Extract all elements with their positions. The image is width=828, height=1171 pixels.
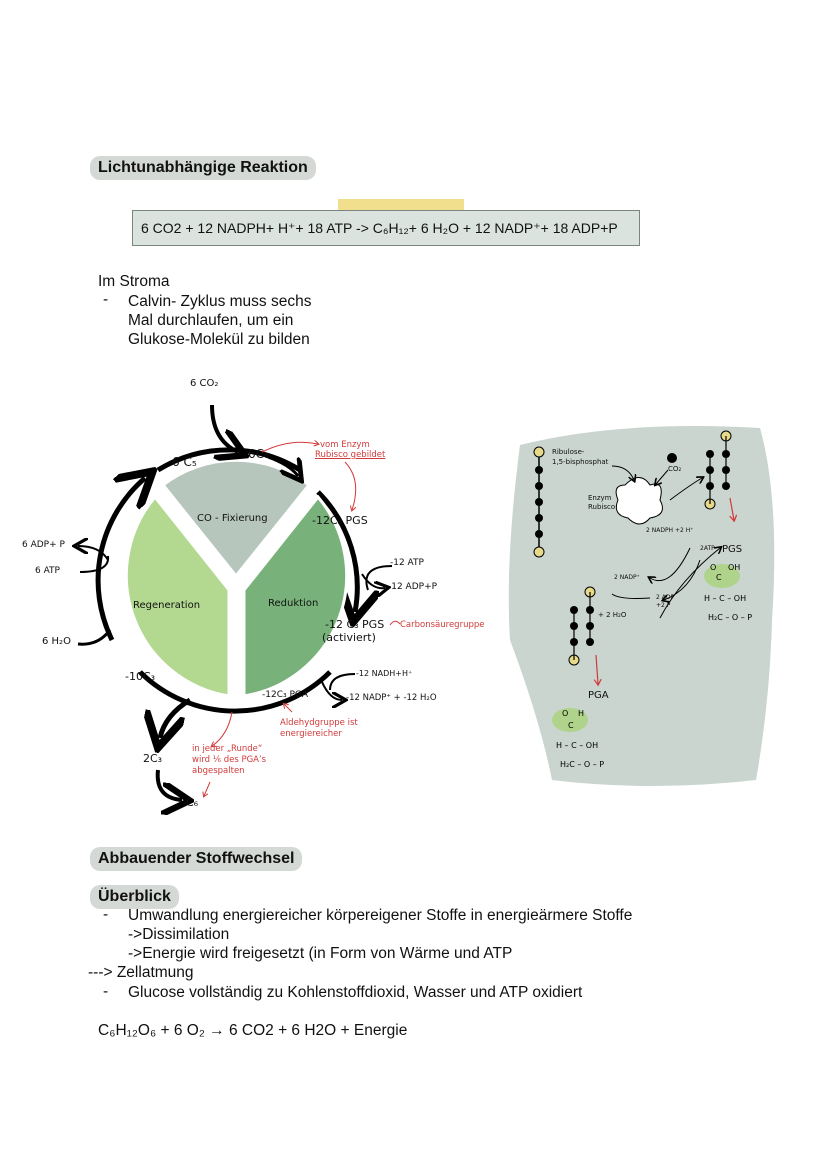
svg-text:H: H <box>578 709 584 718</box>
svg-text:O: O <box>562 709 568 718</box>
note-runde-1: in jeder „Runde“ <box>192 744 263 754</box>
line-dissimilation: ->Dissimilation <box>128 926 230 943</box>
enzyme-label-1: Enzym <box>588 494 612 502</box>
pga-label: -12C₃ PGA <box>262 690 309 700</box>
h2o-left-label: 6 H₂O <box>42 636 71 647</box>
heading-catabolism: Abbauender Stoffwechsel <box>90 847 303 871</box>
cycle-ring-bottom <box>138 670 332 714</box>
bullet-dash: - <box>103 291 109 308</box>
adp-out-label: -12 ADP+P <box>388 582 438 592</box>
segment-red-label: Reduktion <box>268 598 319 609</box>
bullet-text-2: Glucose vollständig zu Kohlenstoffdioxid… <box>128 984 583 1001</box>
nadh-arrow <box>329 673 356 691</box>
bullet-line-3: Glukose-Molekül zu bilden <box>128 331 310 348</box>
atp-left-label: 6 ATP <box>35 566 60 576</box>
rubp-chain <box>533 446 545 558</box>
molecule-blob <box>508 426 775 786</box>
segment-reduktion <box>242 494 349 698</box>
nadh-label: -12 NADH+H⁺ <box>356 669 413 678</box>
cycle-ring-left <box>95 478 145 642</box>
nadp-mol-label: 2 NADP⁺ <box>614 574 640 581</box>
svg-text:H₂C – O – P: H₂C – O – P <box>708 613 752 622</box>
adp-left-arrow <box>78 546 109 561</box>
c3-2-label: 2C₃ <box>143 752 163 765</box>
note-aldehyd-2: energiereicher <box>280 729 342 739</box>
note-aldehyd-1: Aldehydgruppe ist <box>280 718 358 728</box>
co2-dot <box>667 453 677 463</box>
pgs-label: -12C₃ PGS <box>312 514 368 527</box>
note-runde-3: abgespalten <box>192 766 245 776</box>
segment-reg-label: Regeneration <box>133 600 201 611</box>
bullet-text-1: Umwandlung energiereicher körpereigener … <box>128 907 633 924</box>
svg-text:C: C <box>568 721 574 730</box>
pgs-formula: O OH C H – C – OH H₂C – O – P <box>704 563 752 622</box>
svg-text:H – C – OH: H – C – OH <box>556 741 598 750</box>
h2o-mol-label: + 2 H₂O <box>598 611 627 619</box>
atp-mol-label: 2ATP <box>700 545 715 552</box>
svg-text:O: O <box>710 563 716 572</box>
co2-mol-label: CO₂ <box>668 465 682 473</box>
note-rubisco-2: Rubisco gebildet <box>315 450 386 460</box>
heading-light-independent: Lichtunabhängige Reaktion <box>90 156 316 180</box>
pgs-chain <box>704 430 732 510</box>
bullet-dash-2: - <box>103 906 109 923</box>
pga-chain <box>568 586 596 666</box>
pgs-act-label-2: (activiert) <box>322 631 376 644</box>
equation-box: 6 CO2 + 12 NADPH+ H⁺+ 18 ATP -> C₆H₁₂+ 6… <box>132 210 640 246</box>
c3-10-label: -10C₃ <box>125 670 156 683</box>
bullet-line-2: Mal durchlaufen, um ein <box>128 312 294 329</box>
equation-text: 6 CO2 + 12 NADPH+ H⁺+ 18 ATP -> C₆H₁₂+ 6… <box>141 220 618 236</box>
svg-text:C: C <box>716 573 722 582</box>
cycle-ring-right <box>316 490 357 612</box>
adp-arrow <box>361 573 385 588</box>
enzyme-shape <box>615 477 663 525</box>
svg-text:H₂C – O – P: H₂C – O – P <box>560 760 604 769</box>
pga-formula: O H C H – C – OH H₂C – O – P <box>556 709 604 769</box>
h2o-left-arrow <box>77 629 112 646</box>
segment-fix-label: CO - Fixierung <box>197 513 268 524</box>
heading-overview: Überblick <box>90 885 179 909</box>
rubp-label-2: 1,5-bisphosphat <box>552 458 609 466</box>
output-arrow <box>160 697 192 738</box>
rubp-label-1: Ribulose- <box>552 448 585 456</box>
line-zellatmung: ---> Zellatmung <box>88 964 194 981</box>
line-energy: ->Energie wird freigesetzt (in Form von … <box>128 945 513 962</box>
enzyme-label-2: Rubisco <box>588 503 616 511</box>
pgs-act-label-1: -12 C₃ PGS <box>325 618 385 631</box>
note-runde-2: wird ⅙ des PGA’s <box>192 755 267 765</box>
adp-left-label: 6 ADP+ P <box>22 540 65 550</box>
location-text: Im Stroma <box>98 273 170 290</box>
glucose-equation: C₆H₁₂O₆ + 6 O₂ → 6 CO2 + 6 H2O + Energie <box>98 1022 408 1039</box>
segment-regeneration <box>124 494 231 698</box>
adp-mol-label-1: 2 ADP <box>656 594 675 601</box>
atp-in-label: -12 ATP <box>390 558 424 568</box>
atp-left-arrow <box>79 555 110 573</box>
c6-arrow <box>155 769 182 800</box>
co2-in-label: 6 CO₂ <box>190 378 219 389</box>
svg-text:H – C – OH: H – C – OH <box>704 594 746 603</box>
nadp-label: -12 NADP⁺ + -12 H₂O <box>346 693 437 703</box>
atp-arrow <box>365 565 393 591</box>
nadp-arrow <box>321 681 342 700</box>
bullet-line-1: Calvin- Zyklus muss sechs <box>128 293 312 310</box>
note-carbon: Carbonsäuregruppe <box>400 620 485 630</box>
c6-out-label: C₆ <box>186 796 199 809</box>
pgs-mol-label: PGS <box>722 544 743 555</box>
adp-mol-label-2: +2 P <box>656 602 671 609</box>
svg-text:OH: OH <box>728 563 740 572</box>
pga-mol-label: PGA <box>588 690 609 701</box>
bullet-dash-3: - <box>103 983 109 1000</box>
c6-label: 6C₆ <box>248 447 269 461</box>
co2-arrow <box>210 404 238 452</box>
c5-label: 6 C₅ <box>172 455 197 469</box>
nadph-mol-label: 2 NADPH +2 H⁺ <box>646 527 694 534</box>
note-rubisco-1: vom Enzym <box>320 440 370 450</box>
